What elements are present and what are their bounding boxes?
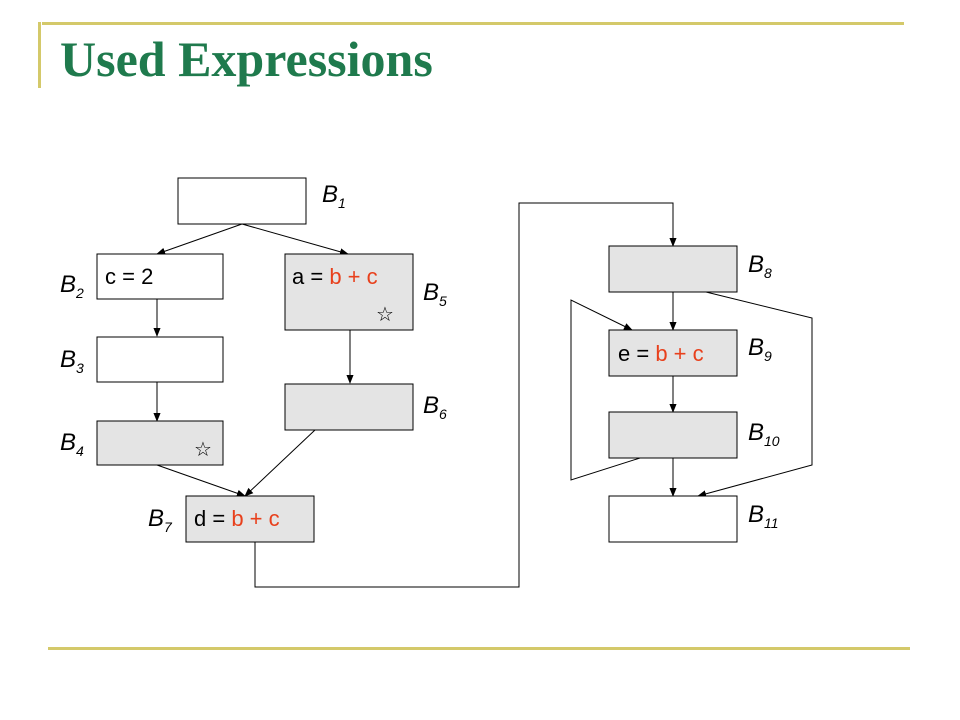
edge-b8-b11 [697,291,813,498]
block-labels: B1 B2 B3 B4 B5 B6 B7 B8 B9 B10 B11 [60,181,780,535]
star-icon-b4: ☆ [194,437,212,461]
accent-rule-bottom [48,647,910,650]
stmt-b7: d = b + c [194,506,280,531]
stmt-b9-expr: b + c [655,341,703,366]
stmt-b5-lhs: a = [292,264,329,289]
page-title: Used Expressions [60,31,433,87]
block-b1 [177,177,307,225]
label-b8: B8 [748,251,772,281]
accent-rule-top [42,22,904,25]
stmt-b2: c = 2 [105,264,153,289]
statements: c = 2 a = b + c d = b + c e = b + c ☆ ☆ [105,264,704,531]
stmt-b5-expr: b + c [329,264,377,289]
label-b2: B2 [60,271,84,301]
block-b6 [284,383,414,431]
stmt-b2-text: c = 2 [105,264,153,289]
edge-b10-b9-backedge [570,299,641,481]
stmt-b5: a = b + c [292,264,378,289]
label-b3: B3 [60,346,84,376]
stmt-b7-expr: b + c [231,506,279,531]
block-b2 [96,253,224,300]
label-b10: B10 [748,419,780,449]
star-icon-b5: ☆ [376,302,394,326]
block-b9 [608,329,738,377]
label-b9: B9 [748,334,772,364]
block-b5 [284,253,414,331]
stmt-b9-lhs: e = [618,341,655,366]
label-b11: B11 [748,501,779,531]
edge-b1-b5 [241,223,349,256]
block-b10 [608,411,738,459]
edge-b7-b8 [254,202,677,588]
edge-b1-b2 [156,223,243,255]
edges [153,202,813,588]
block-b11 [608,495,738,543]
label-b5: B5 [423,279,447,309]
stmt-b9: e = b + c [618,341,704,366]
stmt-b7-lhs: d = [194,506,231,531]
label-b4: B4 [60,429,84,459]
block-b8 [608,245,738,293]
block-b7 [185,495,315,543]
label-b1: B1 [322,181,346,211]
edge-b6-b7 [244,429,316,497]
block-b3 [96,336,224,383]
blocks [96,177,738,543]
edge-b4-b7 [156,464,246,497]
block-b4 [96,420,224,466]
label-b6: B6 [423,392,447,422]
accent-rule-left [38,22,41,88]
label-b7: B7 [148,505,173,535]
